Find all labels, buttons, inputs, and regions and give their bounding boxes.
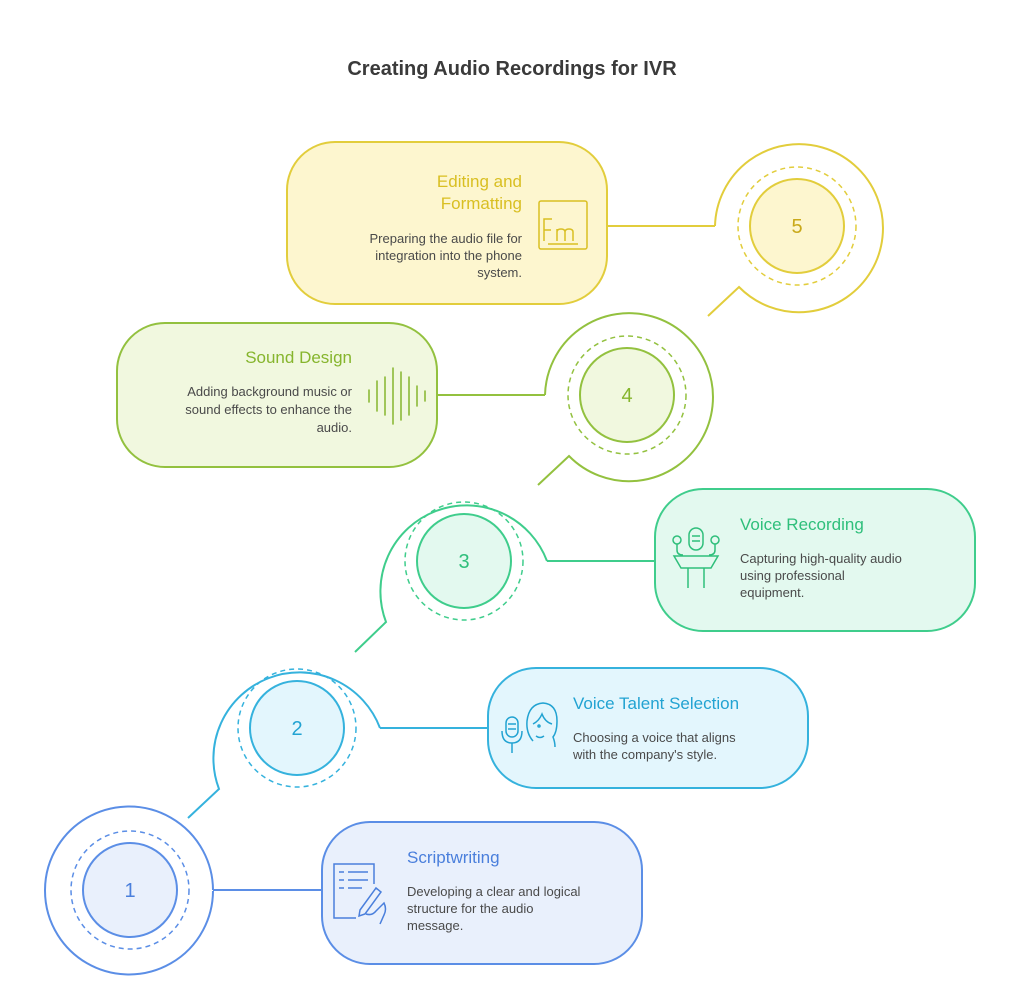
step-2-card [487, 667, 809, 789]
step-4-desc-line3: audio. [317, 420, 352, 435]
format-icon [538, 200, 588, 250]
step-5-desc-line1: Preparing the audio file for [370, 231, 523, 246]
step-4-number-circle [579, 347, 675, 443]
step-1-number: 1 [124, 880, 135, 902]
step-1: Scriptwriting Developing a clear and log… [44, 805, 643, 976]
step-4: Sound Design Adding background music or … [116, 312, 714, 486]
step-3-number-circle [416, 513, 512, 609]
step-3-number: 3 [458, 551, 469, 573]
step-3: Voice Recording Capturing high-quality a… [354, 488, 976, 653]
step-5-number-circle [749, 178, 845, 274]
voice-talent-icon [501, 702, 558, 753]
step-2-title: Voice Talent Selection [573, 694, 739, 713]
step-5-title: Editing and [437, 172, 522, 191]
step-2-number: 2 [291, 718, 302, 740]
step-1-desc-line3: message. [407, 918, 463, 933]
step-5: Editing and Formatting Preparing the aud… [286, 141, 884, 317]
step-1-desc-line2: structure for the audio [407, 901, 533, 916]
step-2: Voice Talent Selection Choosing a voice … [187, 667, 809, 819]
script-writing-icon [333, 863, 387, 925]
step-5-card [286, 141, 608, 305]
step-4-desc-line1: Adding background music or [187, 384, 352, 399]
step-2-number-circle [249, 680, 345, 776]
step-5-number: 5 [791, 216, 802, 238]
sound-wave-icon [368, 367, 426, 425]
step-2-desc-line1: Choosing a voice that aligns [573, 730, 736, 745]
step-3-desc-line3: equipment. [740, 585, 804, 600]
step-3-title: Voice Recording [740, 515, 864, 534]
step-5-desc-line2: integration into the phone [375, 248, 522, 263]
step-4-desc-line2: sound effects to enhance the [185, 402, 352, 417]
step-1-desc-line1: Developing a clear and logical [407, 884, 581, 899]
microphone-icon [672, 527, 720, 588]
step-5-title-line2: Formatting [441, 194, 522, 213]
step-5-desc-line3: system. [477, 265, 522, 280]
step-2-desc-line2: with the company's style. [572, 747, 717, 762]
step-4-number: 4 [621, 385, 632, 407]
step-3-desc-line2: using professional [740, 568, 845, 583]
diagram-title: Creating Audio Recordings for IVR [347, 58, 677, 80]
step-3-desc-line1: Capturing high-quality audio [740, 551, 902, 566]
step-4-title: Sound Design [245, 348, 352, 367]
step-1-number-circle [82, 842, 178, 938]
step-1-title: Scriptwriting [407, 848, 500, 867]
step-1-card [321, 821, 643, 965]
